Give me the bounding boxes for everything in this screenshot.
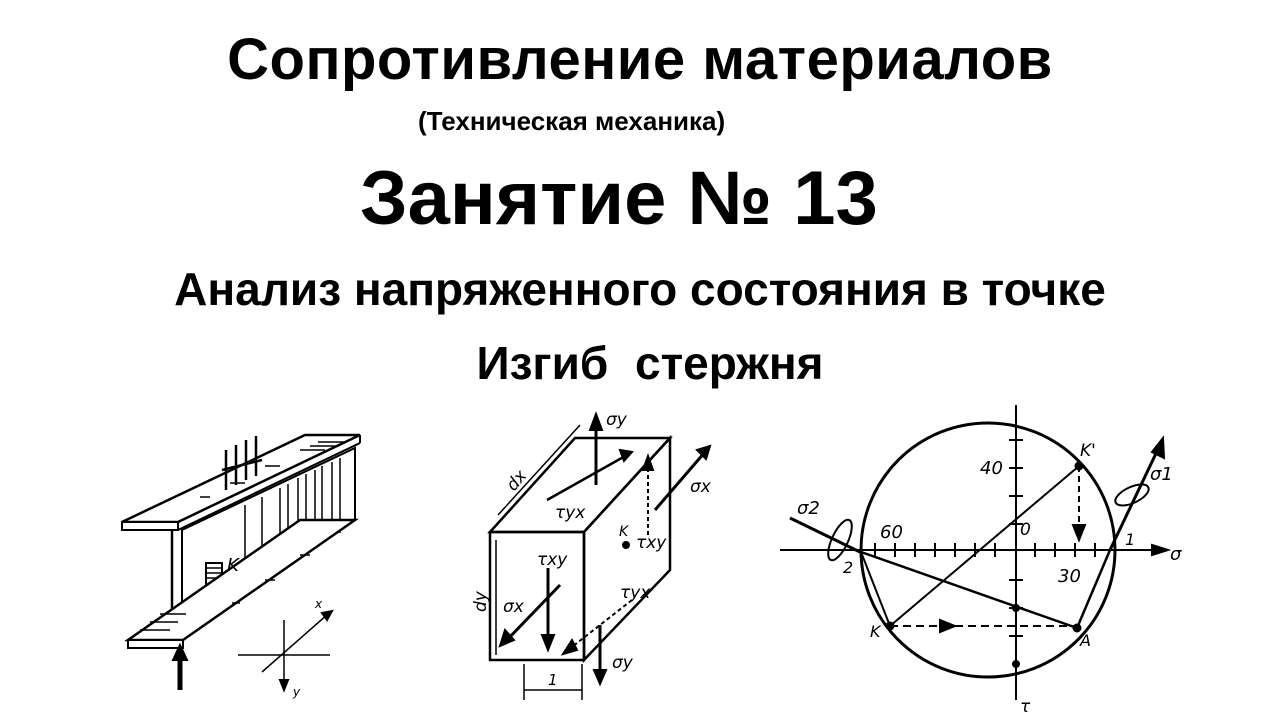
- sigma-x-left-arrow: [503, 583, 562, 644]
- k-prime-arrow-head: [1071, 524, 1087, 543]
- dim-dx-line: [497, 424, 581, 516]
- mohr-tick-30: 30: [1058, 566, 1081, 587]
- beam-axis-x-label: x: [314, 597, 323, 611]
- point-k: [885, 621, 895, 631]
- label-tau-xy-front: τxy: [537, 550, 568, 570]
- beam-point-k-label: K: [227, 555, 240, 576]
- mohr-k-prime-label: K': [1080, 441, 1096, 461]
- tau-yx-bottom-head: [560, 637, 579, 656]
- sigma-x-left-head: [498, 628, 516, 648]
- mohr-sigma2-label: σ2: [797, 498, 820, 519]
- lesson-topic: Анализ напряженного состояния в точке: [174, 263, 1106, 315]
- element-point-k: [622, 541, 630, 549]
- label-sigma-y-bottom: σy: [612, 653, 634, 673]
- tau-axis-ticks: [1009, 439, 1023, 637]
- top-load-plate: [221, 436, 263, 490]
- label-tau-yx-top: τyx: [555, 503, 586, 523]
- sigma-axis-ticks: [874, 543, 1096, 557]
- line-1-to-a: [1075, 549, 1112, 629]
- label-tau-xy-right: τxy: [636, 533, 667, 553]
- tau-yx-top-head: [618, 448, 634, 463]
- line-2-to-a: [860, 550, 1078, 630]
- sigma-axis-arrow: [1151, 543, 1172, 557]
- label-unit: 1: [548, 671, 558, 689]
- label-dy: dy: [471, 590, 491, 612]
- mohr-point-1-label: 1: [1125, 530, 1135, 549]
- point-on-tau-bottom: [1012, 660, 1020, 668]
- top-flange-hatch: [200, 441, 345, 498]
- sigma1-arrow-head: [1150, 435, 1166, 460]
- sigma1-arrow: [1108, 444, 1162, 551]
- support-arrow-head: [171, 642, 189, 661]
- beam-axis-x: [261, 613, 329, 673]
- lesson-subtopic: Изгиб стержня: [476, 337, 824, 389]
- mohr-k-label: K: [870, 622, 882, 641]
- line-k-to-2: [860, 551, 891, 627]
- k-to-a-arrow-head: [939, 618, 958, 634]
- sigma-x-right-arrow: [653, 451, 707, 511]
- sigma-y-top-head: [588, 411, 604, 431]
- mohr-origin-label: 0: [1020, 520, 1031, 540]
- beam-axis-y-label: y: [292, 685, 301, 699]
- point-a: [1072, 623, 1082, 633]
- mohr-sigma-axis-label: σ: [1170, 544, 1182, 565]
- tau-yx-top-arrow: [546, 453, 628, 502]
- sigma-y-bottom-head: [592, 669, 608, 687]
- sigma1-marker: [1114, 483, 1150, 507]
- label-element-k: K: [619, 524, 630, 540]
- beam-top-flange-line: [177, 442, 361, 531]
- beam-axis-y-arrow: [278, 679, 290, 693]
- beam-bottom-flange-edge: [127, 639, 184, 649]
- point-k-prime: [1074, 461, 1084, 471]
- point-on-tau: [1012, 604, 1020, 612]
- bottom-flange-hatch: [140, 554, 310, 631]
- label-sigma-y-top: σy: [606, 410, 628, 430]
- slide-subtitle: (Техническая механика): [418, 106, 726, 136]
- sigma2-arrow: [789, 516, 861, 554]
- mohr-sigma1-label: σ1: [1150, 464, 1173, 485]
- lesson-number: Занятие № 13: [360, 156, 878, 241]
- label-tau-yx-bottom: τyx: [620, 583, 651, 603]
- mohr-point-2-label: 2: [843, 558, 853, 577]
- mohr-tick-40: 40: [980, 458, 1003, 479]
- mohr-tick-60: 60: [880, 522, 903, 543]
- mohr-a-label: A: [1079, 631, 1091, 650]
- label-sigma-x-right: σx: [690, 477, 712, 497]
- tau-xy-right-head: [641, 453, 655, 471]
- mohr-tau-axis-label: τ: [1020, 697, 1031, 717]
- slide-title: Сопротивление материалов: [227, 27, 1053, 92]
- tau-xy-front-head: [540, 634, 556, 653]
- element-side-face: [582, 434, 672, 664]
- mohr-diameter: [889, 465, 1080, 627]
- sigma2-marker: [827, 518, 853, 562]
- sigma-x-right-head: [695, 444, 712, 461]
- label-sigma-x-left: σx: [503, 597, 525, 617]
- beam-axis-x-arrow: [320, 609, 334, 622]
